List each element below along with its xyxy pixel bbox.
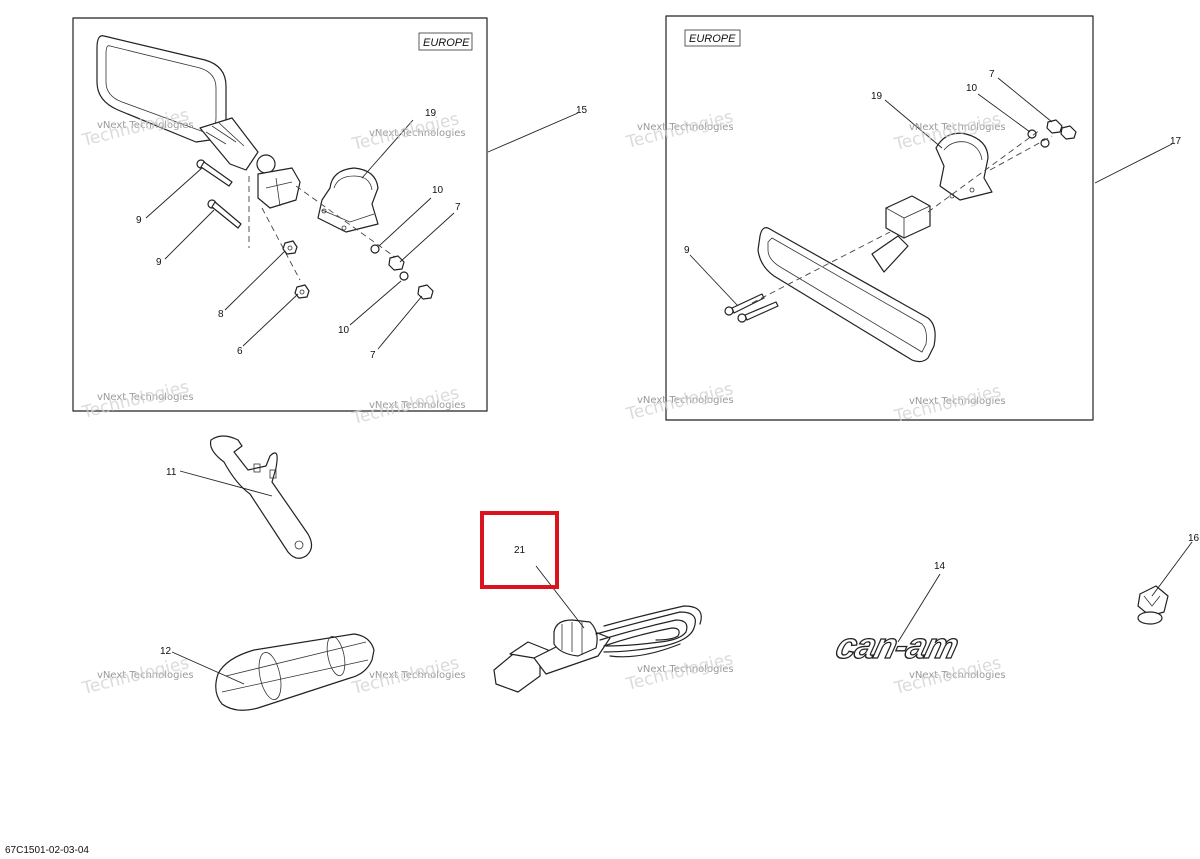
- callout-7-upper-left: 7: [455, 202, 461, 213]
- watermark-4: vNext Technologies: [909, 122, 1006, 133]
- watermark-8: vNext Technologies: [909, 396, 1006, 407]
- nut-7-right-a: [1046, 119, 1063, 134]
- washer-10-upper-left: [370, 244, 380, 254]
- callout-21: 21: [514, 545, 526, 556]
- nut-7-right-b: [1060, 125, 1077, 140]
- callout-9-upper: 9: [136, 215, 142, 226]
- spanner-wrench: [209, 435, 313, 559]
- callout-10-upper-left: 10: [432, 185, 444, 196]
- callout-11: 11: [166, 467, 177, 478]
- region-tag-left: EUROPE: [423, 37, 470, 49]
- callout-9-lower: 9: [156, 257, 162, 268]
- region-tag-box-right: [684, 29, 741, 47]
- callout-10-right: 10: [966, 83, 978, 94]
- watermark-large-5: Technologies: [79, 377, 191, 423]
- clamp-19-right: [935, 132, 993, 201]
- grip-cover: [215, 633, 375, 711]
- watermark-10: vNext Technologies: [369, 670, 466, 681]
- region-tag-right: EUROPE: [689, 33, 736, 45]
- washer-10-lower-left: [399, 271, 409, 281]
- watermark-12: vNext Technologies: [909, 670, 1006, 681]
- bolts-9-right: [724, 293, 779, 323]
- clamp-19-left: [317, 167, 379, 233]
- watermark-1: vNext Technologies: [97, 120, 194, 131]
- side-mirror-kit-box: [72, 17, 488, 412]
- bolt-9-upper: [196, 159, 233, 187]
- watermark-large-2: Technologies: [349, 109, 461, 155]
- callout-7-lower-left: 7: [370, 350, 376, 361]
- rear-view-mirror-kit-box: [665, 15, 1094, 421]
- watermark-2: vNext Technologies: [369, 128, 466, 139]
- watermark-7: vNext Technologies: [637, 395, 734, 406]
- can-am-decal: can-am: [831, 625, 962, 667]
- key-switch: [1137, 585, 1169, 625]
- watermark-large-7: Technologies: [623, 379, 735, 425]
- diagram-code: 67C1501-02-03-04: [5, 845, 89, 856]
- watermark-3: vNext Technologies: [637, 122, 734, 133]
- bolt-9-lower: [207, 199, 242, 229]
- rear-view-mirror: [757, 195, 936, 363]
- watermark-9: vNext Technologies: [97, 670, 194, 681]
- region-tag-box-left: [418, 32, 473, 51]
- highlight-box: [480, 511, 559, 589]
- watermark-11: vNext Technologies: [637, 664, 734, 675]
- side-mirror: [96, 35, 301, 209]
- watermark-large-6: Technologies: [349, 383, 461, 429]
- watermarks: vNext Technologies vNext Technologies vN…: [79, 105, 1005, 699]
- callout-8: 8: [218, 309, 224, 320]
- callout-12: 12: [160, 646, 172, 657]
- watermark-5: vNext Technologies: [97, 392, 194, 403]
- callout-9-right: 9: [684, 245, 690, 256]
- watermark-large-9: Technologies: [79, 653, 191, 699]
- watermark-large-3: Technologies: [623, 107, 735, 153]
- callout-17: 17: [1170, 136, 1182, 147]
- nut-8: [282, 240, 298, 255]
- callout-10-lower-left: 10: [338, 325, 350, 336]
- watermark-6: vNext Technologies: [369, 400, 466, 411]
- wiring-harness: [493, 605, 702, 693]
- callout-15: 15: [576, 105, 588, 116]
- nut-7-upper-left: [388, 255, 405, 271]
- callout-16: 16: [1188, 533, 1200, 544]
- nut-6: [294, 284, 310, 299]
- callout-6: 6: [237, 346, 243, 357]
- can-am-logo: can-am: [832, 626, 962, 666]
- callout-7-right: 7: [989, 69, 995, 80]
- callout-19-right: 19: [871, 91, 883, 102]
- callout-14: 14: [934, 561, 946, 572]
- nut-7-lower-left: [417, 284, 434, 300]
- callout-19-left: 19: [425, 108, 437, 119]
